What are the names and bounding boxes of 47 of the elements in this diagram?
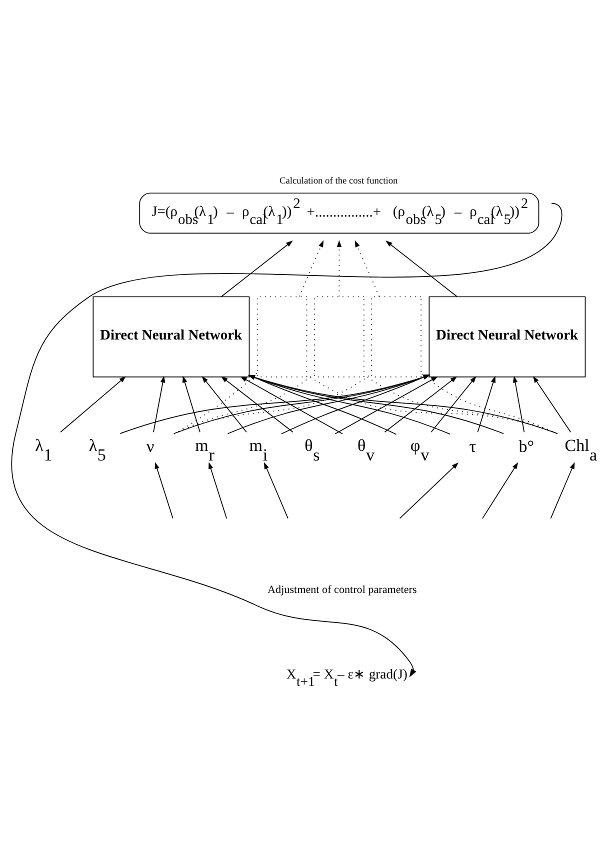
arrow bbox=[264, 462, 288, 519]
arrow bbox=[248, 375, 558, 434]
arrow bbox=[153, 376, 166, 433]
node-label: Calculation of the cost function bbox=[280, 176, 398, 187]
arrow bbox=[399, 462, 459, 519]
arrow bbox=[220, 240, 293, 298]
arrow bbox=[532, 376, 572, 433]
arrow bbox=[208, 462, 228, 519]
arrow bbox=[240, 376, 343, 434]
node-box bbox=[256, 296, 308, 378]
arrow bbox=[248, 375, 450, 435]
arrow bbox=[477, 376, 496, 433]
arrow bbox=[550, 462, 575, 519]
arrow bbox=[298, 240, 324, 297]
label: Adjustment of control parameters bbox=[268, 584, 417, 596]
arrow bbox=[120, 374, 430, 434]
arrow bbox=[336, 240, 342, 297]
arrow bbox=[482, 462, 518, 519]
arrow bbox=[281, 374, 430, 434]
arrow bbox=[182, 376, 200, 433]
connector bbox=[421, 373, 558, 434]
arrow bbox=[60, 376, 126, 433]
arrow bbox=[220, 376, 294, 433]
node-box bbox=[371, 296, 422, 378]
arrow bbox=[512, 376, 525, 433]
arrow bbox=[202, 376, 247, 433]
arrow bbox=[173, 374, 430, 434]
arrow bbox=[386, 240, 458, 298]
node-box: Direct Neural Network bbox=[92, 296, 250, 378]
arrow bbox=[248, 375, 504, 434]
arrow bbox=[334, 376, 438, 434]
node-text: ν bbox=[146, 436, 154, 456]
node-text: b° bbox=[518, 436, 534, 456]
arrow bbox=[430, 376, 476, 433]
arrow bbox=[384, 376, 458, 433]
node-box bbox=[314, 296, 364, 378]
node-box: Direct Neural Network bbox=[428, 296, 586, 378]
connector bbox=[174, 373, 372, 434]
arrow bbox=[248, 374, 397, 435]
arrow bbox=[227, 374, 430, 434]
connector bbox=[174, 373, 315, 434]
arrow bbox=[154, 462, 174, 519]
node-text: τ bbox=[469, 436, 476, 456]
arrow bbox=[354, 240, 380, 297]
arrow bbox=[11, 202, 562, 678]
connector bbox=[173, 372, 258, 434]
connector bbox=[306, 374, 558, 434]
